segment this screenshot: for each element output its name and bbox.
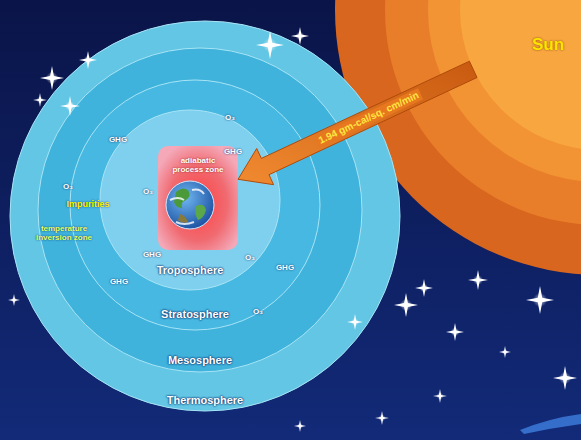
- layer-name: Mesosphere: [168, 354, 232, 366]
- atmosphere-note: O₃: [143, 188, 153, 197]
- atmosphere-note: temperature inversion zone: [33, 225, 95, 243]
- atmosphere-note: O₃: [245, 254, 255, 263]
- thermosphere-band-fill: [10, 21, 400, 411]
- blue-streak: [520, 414, 581, 434]
- atmosphere-note: GHG: [110, 278, 128, 287]
- adiabatic-zone: adiabatic process zone: [158, 146, 238, 250]
- mesosphere-band-fill: [38, 48, 362, 372]
- star-sparkles: [8, 27, 577, 432]
- troposphere-band-fill: [100, 110, 280, 290]
- atmosphere-note: O₃: [225, 114, 235, 123]
- atmosphere-note: GHG: [143, 251, 161, 260]
- thermosphere-band: Thermosphere Mesosphere Stratosphere Tropos…: [10, 21, 400, 411]
- adiabatic-zone-fill: [158, 146, 238, 250]
- atmosphere-note: O₃: [253, 308, 263, 317]
- layer-name: Troposphere: [157, 264, 224, 276]
- atmosphere-note: GHG: [276, 264, 294, 273]
- atmosphere-note: O₃: [63, 183, 73, 192]
- sun-label: Sun: [532, 36, 564, 55]
- radiation-arrow: [238, 61, 477, 185]
- sun-disc: Sun: [460, 0, 581, 150]
- atmosphere-note: GHG: [109, 136, 127, 145]
- zone-label: adiabatic process zone: [167, 157, 229, 175]
- arrow-label: 1.94 gm-cal/sq. cm/min: [315, 88, 423, 147]
- atmosphere-note: Impurities: [66, 200, 109, 210]
- atmosphere-note: GHG: [224, 148, 242, 157]
- earth-globe: [166, 181, 214, 229]
- layer-name: Thermosphere: [167, 394, 243, 406]
- mesosphere-band: Mesosphere Stratosphere Troposphere adiabat…: [38, 48, 362, 372]
- atmosphere-bands: [10, 21, 400, 411]
- layer-name: Stratosphere: [161, 308, 229, 320]
